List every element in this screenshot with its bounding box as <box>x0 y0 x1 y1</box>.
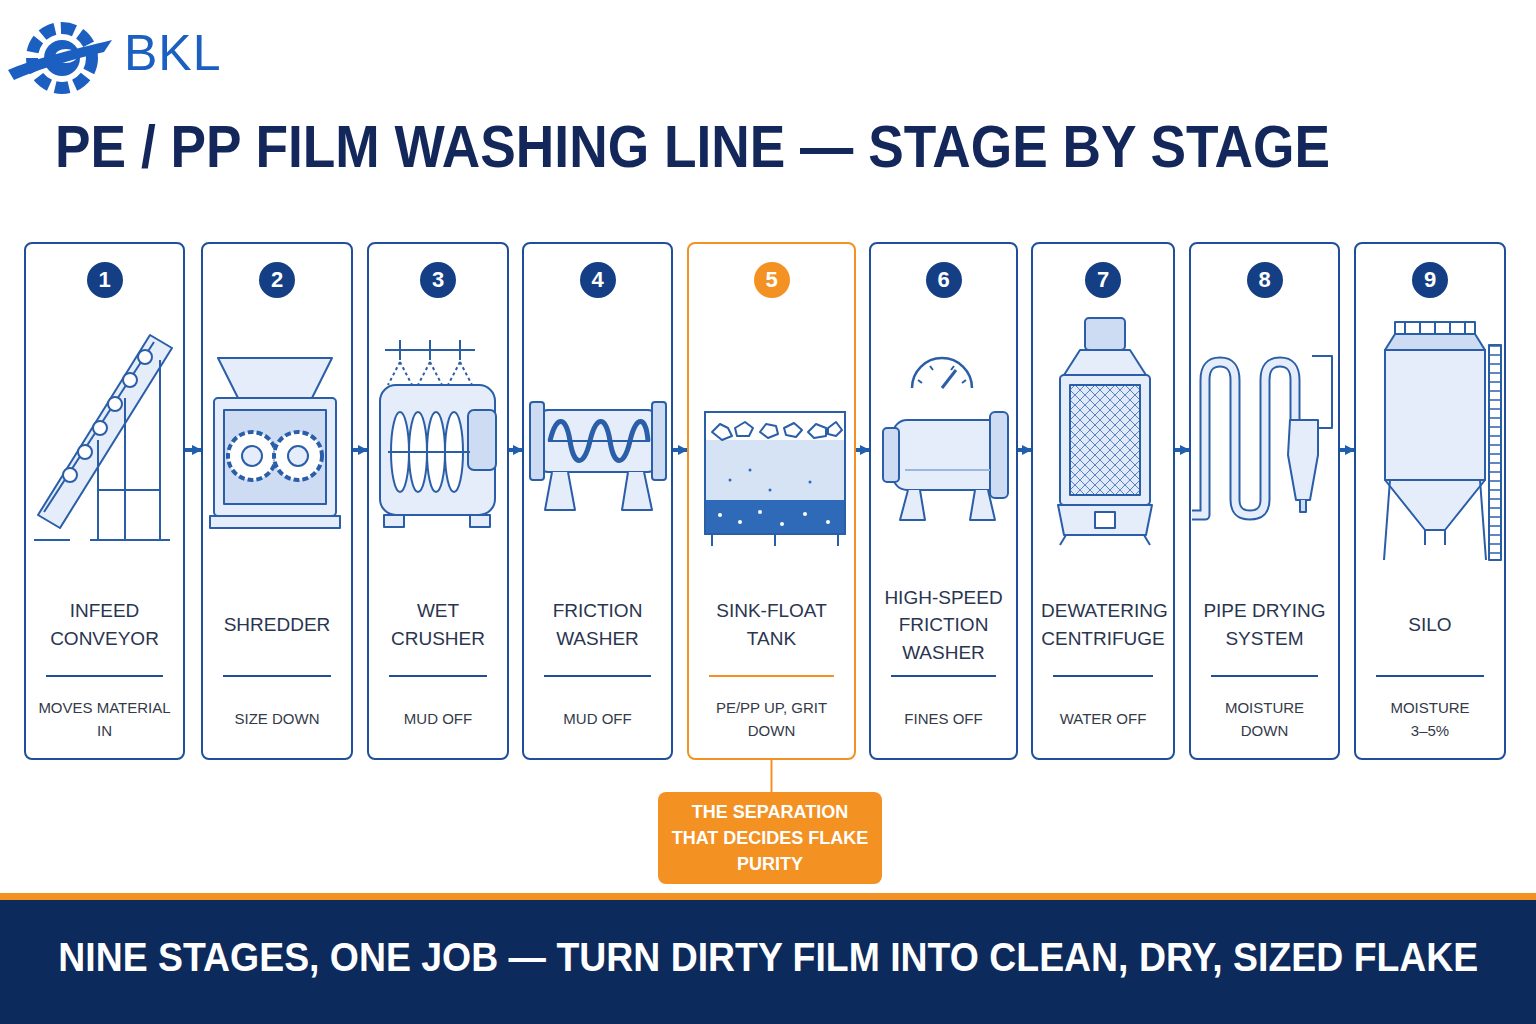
name-area: DEWATERING CENTRIFUGE <box>1033 580 1173 670</box>
caption: NINE STAGES, ONE JOB — TURN DIRTY FILM I… <box>58 935 1478 980</box>
flow-arrow <box>185 448 201 452</box>
stage-function: MUD OFF <box>404 707 472 730</box>
desc-area: MOISTURE DOWN <box>1191 686 1338 752</box>
name-area: FRICTION WASHER <box>524 580 671 670</box>
logo-text: BKL <box>124 24 222 82</box>
stage-number: 8 <box>1247 262 1283 298</box>
callout-box: THE SEPARATION THAT DECIDES FLAKE PURITY <box>658 792 882 884</box>
stage-name: FRICTION WASHER <box>536 597 660 652</box>
desc-area: PE/PP UP, GRIT DOWN <box>689 686 854 752</box>
divider-line <box>389 675 487 677</box>
divider-line <box>1211 675 1318 677</box>
flow-arrow <box>856 448 869 452</box>
stage-number: 4 <box>580 262 616 298</box>
desc-area: FINES OFF <box>871 686 1016 752</box>
high-speed-washer-illustration <box>883 358 1008 520</box>
name-area: SHREDDER <box>203 580 351 670</box>
divider-line <box>46 675 163 677</box>
stage-card: 1INFEED CONVEYOR MOVES MATERIAL IN <box>24 242 185 760</box>
desc-area: MUD OFF <box>369 686 507 752</box>
stage-card: 3WET CRUSHER MUD OFF <box>367 242 509 760</box>
divider-line <box>544 675 651 677</box>
flow-arrow <box>1018 448 1031 452</box>
title: PE / PP FILM WASHING LINE — STAGE BY STA… <box>55 112 1330 181</box>
centrifuge-illustration <box>1058 318 1152 545</box>
stage-number: 2 <box>259 262 295 298</box>
stage-name: WET CRUSHER <box>376 597 500 652</box>
stage-function: PE/PP UP, GRIT DOWN <box>710 696 834 743</box>
flow-arrow <box>509 448 522 452</box>
silo-illustration <box>1384 322 1501 560</box>
stage-card: 8PIPE DRYING SYSTEM MOISTURE DOWN <box>1189 242 1340 760</box>
caption-row: NINE STAGES, ONE JOB — TURN DIRTY FILM I… <box>0 935 1536 980</box>
stage-function: SIZE DOWN <box>235 707 320 730</box>
flow-arrow <box>353 448 367 452</box>
stage-number: 6 <box>926 262 962 298</box>
name-area: INFEED CONVEYOR <box>26 580 183 670</box>
name-area: SILO <box>1356 580 1504 670</box>
stage-number: 9 <box>1412 262 1448 298</box>
desc-area: MOISTURE 3–5% <box>1356 686 1504 752</box>
name-area: SINK-FLOAT TANK <box>689 580 854 670</box>
stage-name: SINK-FLOAT TANK <box>710 597 834 652</box>
sink-float-tank-illustration <box>705 412 845 546</box>
flow-arrow <box>1175 448 1189 452</box>
stage-name: INFEED CONVEYOR <box>43 597 167 652</box>
divider-line <box>1376 675 1484 677</box>
pipe-dryer-illustration <box>1192 356 1332 515</box>
desc-area: WATER OFF <box>1033 686 1173 752</box>
callout-leader <box>771 760 773 792</box>
shredder-illustration <box>210 358 340 528</box>
desc-area: SIZE DOWN <box>203 686 351 752</box>
flow-arrow <box>673 448 687 452</box>
stage-name: SHREDDER <box>224 611 331 639</box>
stage-function: MOISTURE 3–5% <box>1380 696 1480 743</box>
logo-gear <box>8 28 112 88</box>
conveyor-illustration <box>34 335 172 540</box>
stage-number: 3 <box>420 262 456 298</box>
desc-area: MUD OFF <box>524 686 671 752</box>
divider-line <box>223 675 331 677</box>
flow-arrow <box>1340 448 1354 452</box>
stage-card: 9SILO MOISTURE 3–5% <box>1354 242 1506 760</box>
divider-line <box>1053 675 1153 677</box>
stage-name: SILO <box>1408 611 1451 639</box>
stage-function: MUD OFF <box>563 707 631 730</box>
stage-function: FINES OFF <box>904 707 982 730</box>
stage-card: 6HIGH-SPEED FRICTION WASHER FINES OFF <box>869 242 1018 760</box>
divider-line <box>709 675 834 677</box>
stage-number: 5 <box>754 262 790 298</box>
name-area: HIGH-SPEED FRICTION WASHER <box>871 580 1016 670</box>
name-area: PIPE DRYING SYSTEM <box>1191 580 1338 670</box>
friction-washer-illustration <box>530 402 666 510</box>
stage-name: DEWATERING CENTRIFUGE <box>1041 597 1165 652</box>
divider-line <box>891 675 996 677</box>
stage-function: MOVES MATERIAL IN <box>35 696 175 743</box>
wet-crusher-illustration <box>380 340 496 527</box>
stage-number: 1 <box>87 262 123 298</box>
stage-card: 4FRICTION WASHER MUD OFF <box>522 242 673 760</box>
stage-name: HIGH-SPEED FRICTION WASHER <box>882 584 1006 667</box>
stage-card: 2SHREDDER SIZE DOWN <box>201 242 353 760</box>
stage-card: 7DEWATERING CENTRIFUGE WATER OFF <box>1031 242 1175 760</box>
desc-area: MOVES MATERIAL IN <box>26 686 183 752</box>
callout-text: THE SEPARATION THAT DECIDES FLAKE PURITY <box>668 799 872 877</box>
name-area: WET CRUSHER <box>369 580 507 670</box>
stage-function: WATER OFF <box>1060 707 1147 730</box>
stage-number: 7 <box>1085 262 1121 298</box>
stage-function: MOISTURE DOWN <box>1215 696 1315 743</box>
stage-name: PIPE DRYING SYSTEM <box>1203 597 1327 652</box>
stage-card: 5SINK-FLOAT TANK PE/PP UP, GRIT DOWN <box>687 242 856 760</box>
